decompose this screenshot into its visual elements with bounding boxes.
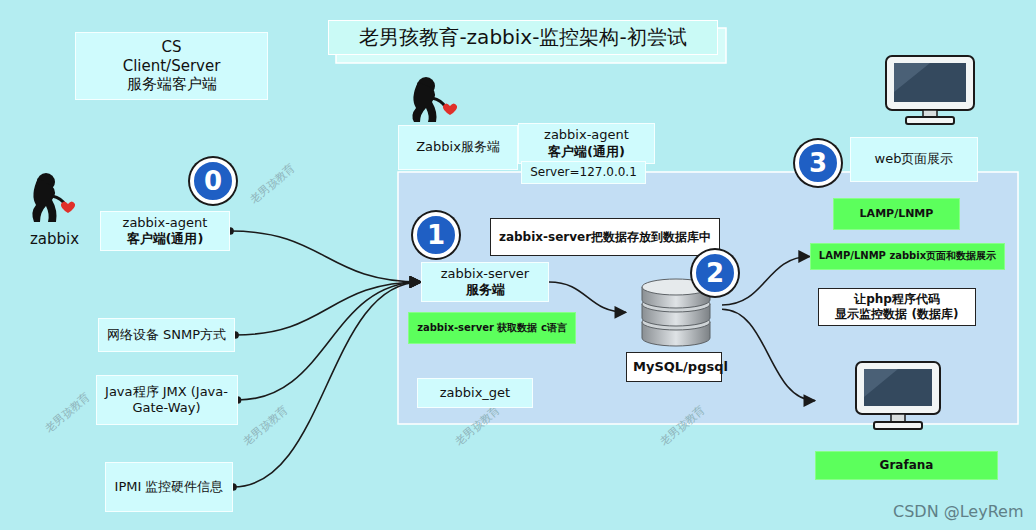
watermark: 老男孩教育 — [247, 160, 299, 207]
node-text: 服务端客户端 — [127, 75, 217, 94]
node-text: web页面展示 — [875, 151, 954, 167]
connector-arrow — [722, 309, 815, 400]
monitor-icon — [856, 362, 940, 429]
silhouette-icon — [412, 77, 457, 122]
source-box: IPMI 监控硬件信息 — [105, 462, 233, 512]
monitor-icon — [886, 56, 974, 124]
figure-label: zabbix — [30, 230, 79, 248]
node-text: 0 — [204, 165, 222, 198]
node-text: zabbix-agent — [544, 127, 629, 143]
node-text: 2 — [706, 257, 724, 290]
node-text: Zabbix服务端 — [416, 139, 500, 155]
database-node: MySQL/pgsql — [626, 278, 722, 382]
server-panel — [398, 172, 1018, 424]
source-box: Java程序 JMX (Java-Gate-Way) — [96, 375, 238, 425]
silhouette-icon — [32, 173, 75, 222]
node-text: 3 — [809, 147, 827, 180]
watermark: 老男孩教育 — [240, 402, 292, 449]
process-box: zabbix_get — [417, 378, 533, 408]
note-box: zabbix-server把数据存放到数据库中 — [490, 218, 720, 256]
connector-arrow — [549, 282, 626, 312]
node-text: zabbix-server把数据存放到数据库中 — [499, 230, 711, 245]
node-text: 网络设备 SNMP方式 — [107, 327, 226, 343]
node-text: Server=127.0.0.1 — [530, 165, 637, 180]
watermark: 老男孩教育 — [42, 389, 94, 436]
node-text: 让php程序代码 显示监控数据 (数据库) — [827, 292, 967, 322]
node-text: MySQL/pgsql — [626, 352, 722, 382]
connector-arrow — [238, 282, 422, 400]
node-text: CS — [162, 38, 182, 57]
connector-arrow — [233, 282, 421, 487]
tag-box: zabbix-server 获取数据 c语言 — [408, 312, 576, 344]
node-text: Java程序 JMX (Java-Gate-Way) — [105, 384, 229, 417]
node-text: LAMP/LNMP — [860, 207, 934, 221]
note-box: CSClient/Server服务端客户端 — [75, 32, 268, 100]
config-box: Server=127.0.0.1 — [521, 161, 646, 184]
grafana-node: Grafana — [815, 356, 998, 480]
node-text: LAMP/LNMP zabbix页面和数据展示 — [819, 250, 996, 263]
node-text: 1 — [427, 219, 445, 252]
node-text: zabbix-agent — [123, 215, 208, 231]
diagram-title: 老男孩教育-zabbix-监控架构-初尝试 — [328, 20, 718, 55]
agent-box: zabbix-agent客户端(通用) — [100, 211, 230, 252]
credit-text: CSDN @LeyRem — [893, 502, 1023, 521]
callout-number: 0 — [190, 158, 236, 204]
node-text: Grafana — [815, 451, 998, 480]
node-text: zabbix-server 获取数据 c语言 — [417, 322, 567, 335]
callout-number: 2 — [692, 250, 738, 296]
node-text: zabbix_get — [440, 385, 510, 401]
note-box: 让php程序代码 显示监控数据 (数据库) — [818, 288, 976, 326]
callout-number: 1 — [413, 212, 459, 258]
node-text: 服务端 — [466, 282, 505, 298]
header-box: zabbix-agent客户端(通用) — [518, 123, 655, 164]
process-box: zabbix-server服务端 — [421, 262, 549, 303]
header-box: web页面展示 — [850, 137, 978, 182]
tag-box: LAMP/LNMP zabbix页面和数据展示 — [810, 243, 1005, 270]
node-text: zabbix-server — [441, 266, 529, 282]
node-text: Client/Server — [123, 57, 221, 76]
connector-arrow — [230, 231, 421, 282]
callout-number: 3 — [795, 140, 841, 186]
node-text: 客户端(通用) — [127, 231, 204, 247]
tag-box: LAMP/LNMP — [833, 198, 960, 230]
header-box: Zabbix服务端 — [398, 125, 518, 170]
node-text: IPMI 监控硬件信息 — [115, 479, 224, 495]
node-text: 客户端(通用) — [548, 144, 625, 160]
source-box: 网络设备 SNMP方式 — [98, 318, 235, 352]
